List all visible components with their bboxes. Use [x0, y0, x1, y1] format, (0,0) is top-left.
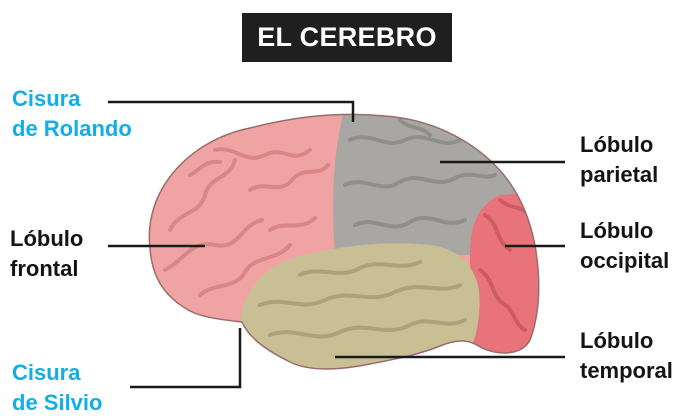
brain-outline — [148, 113, 540, 370]
label-lobulo-parietal-line2: parietal — [580, 162, 659, 187]
label-cisura-rolando-line1: Cisura — [12, 86, 81, 111]
label-cisura-silvio-line2: de Silvio — [12, 390, 103, 415]
temporal-lobe — [230, 243, 480, 369]
label-lobulo-temporal-line2: temporal — [580, 358, 673, 383]
label-cisura-rolando-line2: de Rolando — [12, 116, 132, 141]
title-box: EL CEREBRO — [242, 13, 452, 62]
brain-gyri — [163, 118, 532, 339]
label-lobulo-occipital: Lóbulo occipital — [580, 216, 669, 276]
label-lobulo-frontal: Lóbulo frontal — [10, 224, 83, 284]
leader-line-rolando — [108, 100, 355, 122]
leader-lines — [108, 100, 565, 389]
label-lobulo-temporal: Lóbulo temporal — [580, 326, 673, 386]
label-lobulo-frontal-line1: Lóbulo — [10, 226, 84, 251]
label-lobulo-frontal-line2: frontal — [10, 256, 79, 281]
label-lobulo-parietal-line1: Lóbulo — [580, 132, 654, 157]
label-lobulo-occipital-line1: Lóbulo — [580, 218, 654, 243]
label-lobulo-occipital-line2: occipital — [580, 248, 670, 273]
diagram-title: EL CEREBRO — [257, 22, 437, 52]
label-cisura-silvio-line1: Cisura — [12, 360, 81, 385]
leader-line-silvio — [130, 328, 242, 389]
brain-lobes — [149, 114, 539, 369]
label-cisura-silvio: Cisura de Silvio — [12, 358, 102, 418]
label-lobulo-temporal-line1: Lóbulo — [580, 328, 654, 353]
label-lobulo-parietal: Lóbulo parietal — [580, 130, 658, 190]
label-cisura-rolando: Cisura de Rolando — [12, 84, 132, 144]
